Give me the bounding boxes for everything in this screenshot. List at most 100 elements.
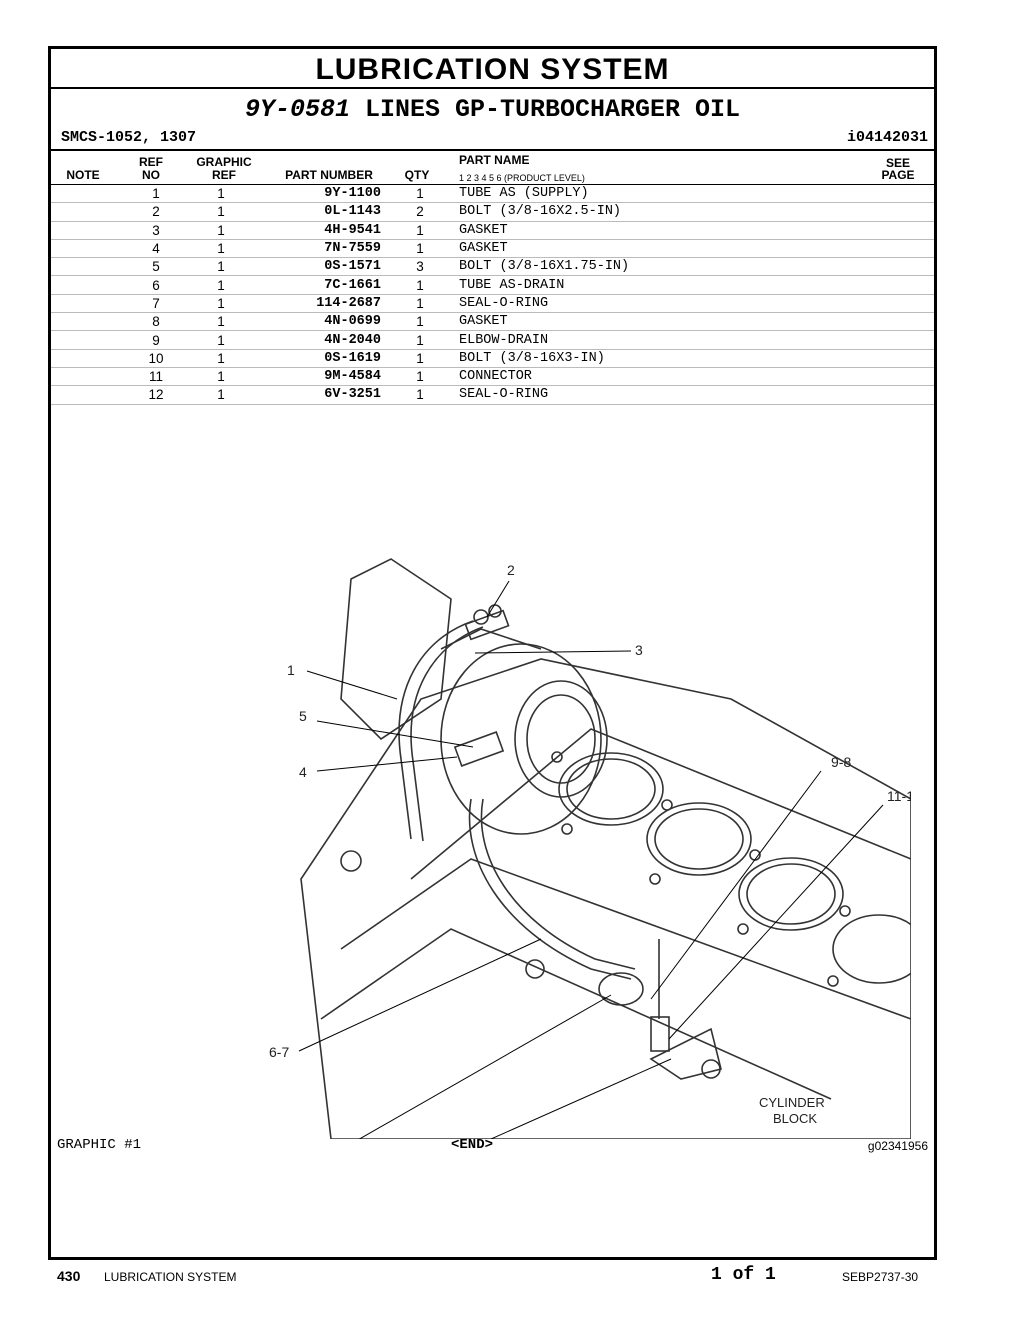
qty-cell: 1 (381, 312, 459, 332)
ref-no-cell: 12 (131, 385, 181, 405)
callout-labels: 2 3 1 5 4 9-8 11-12 6-7 5 10 CYLINDER BL… (269, 562, 911, 1126)
part-number-cell: 7N-7559 (261, 239, 381, 259)
graphic-ref-cell: 1 (181, 221, 261, 240)
note-cell (51, 221, 131, 240)
engine-drawing (300, 558, 911, 1139)
page-title: LUBRICATION SYSTEM (315, 53, 670, 86)
smcs-code: SMCS-1052, 1307 (61, 129, 197, 146)
qty-cell: 1 (381, 221, 459, 240)
page-of: 1 of 1 (711, 1265, 776, 1285)
ref-no-cell: 11 (131, 367, 181, 387)
col-part-name: PART NAME (459, 153, 530, 167)
page-section: LUBRICATION SYSTEM (104, 1270, 237, 1284)
part-number-cell: 7C-1661 (261, 275, 381, 295)
page-frame: LUBRICATION SYSTEM 9Y-0581 LINES GP-TURB… (48, 46, 937, 1260)
callout-1: 1 (287, 662, 295, 678)
end-marker: <END> (451, 1137, 494, 1153)
qty-cell: 1 (381, 239, 459, 259)
qty-cell: 2 (381, 202, 459, 222)
col-see-bottom: PAGE (881, 168, 915, 182)
col-ref-bottom: NO (142, 168, 160, 182)
col-note: NOTE (66, 168, 100, 182)
part-number-cell: 0S-1619 (261, 349, 381, 368)
col-ref-top: REF (139, 155, 163, 169)
qty-cell: 1 (381, 349, 459, 368)
callout-11-12: 11-12 (887, 788, 911, 804)
part-number-cell: 114-2687 (261, 294, 381, 314)
note-cell (51, 239, 131, 259)
qty-cell: 1 (381, 294, 459, 314)
callout-4: 4 (299, 764, 307, 780)
ref-no-cell: 9 (131, 330, 181, 350)
col-part-number: PART NUMBER (285, 168, 373, 182)
ref-no-cell: 10 (131, 349, 181, 368)
qty-cell: 1 (381, 185, 459, 204)
note-cell (51, 330, 131, 350)
group-name: LINES GP-TURBOCHARGER OIL (364, 95, 741, 124)
ref-no-cell: 7 (131, 294, 181, 314)
graphic-ref-cell: 1 (181, 385, 261, 405)
note-cell (51, 312, 131, 332)
group-title: 9Y-0581 LINES GP-TURBOCHARGER OIL (51, 95, 934, 124)
note-cell (51, 294, 131, 314)
graphic-ref-cell: 1 (181, 294, 261, 314)
graphic-ref-cell: 1 (181, 312, 261, 332)
part-name-cell: TUBE AS-DRAIN (459, 275, 934, 295)
graphic-ref-cell: 1 (181, 367, 261, 387)
col-graphic-bottom: REF (212, 168, 236, 182)
product-level: 1 2 3 4 5 6 (PRODUCT LEVEL) (459, 173, 585, 183)
col-see-top: SEE (885, 156, 910, 170)
cylinder-label: CYLINDER (759, 1095, 825, 1110)
reference-id: i04142031 (846, 129, 928, 146)
part-name-cell: CONNECTOR (459, 367, 934, 387)
part-number-cell: 6V-3251 (261, 385, 381, 405)
graphic-ref-cell: 1 (181, 275, 261, 295)
note-cell (51, 385, 131, 405)
qty-cell: 3 (381, 257, 459, 277)
table-header-divider (51, 184, 934, 185)
note-cell (51, 275, 131, 295)
part-number-cell: 4H-9541 (261, 221, 381, 240)
qty-cell: 1 (381, 275, 459, 295)
page-number: 430 (57, 1268, 81, 1284)
qty-cell: 1 (381, 385, 459, 405)
part-name-cell: TUBE AS (SUPPLY) (459, 185, 934, 204)
document-id: SEBP2737-30 (842, 1270, 919, 1284)
col-qty: QTY (404, 168, 430, 182)
graphic-ref-cell: 1 (181, 330, 261, 350)
part-name-cell: GASKET (459, 239, 934, 259)
qty-cell: 1 (381, 330, 459, 350)
graphic-ref-cell: 1 (181, 349, 261, 368)
part-number-cell: 4N-0699 (261, 312, 381, 332)
ref-no-cell: 2 (131, 202, 181, 222)
graphic-label: GRAPHIC #1 (57, 1137, 142, 1153)
note-cell (51, 185, 131, 204)
turbocharger-lines-illustration: 2 3 1 5 4 9-8 11-12 6-7 5 10 CYLINDER BL… (269, 558, 911, 1139)
graphic-ref-cell: 1 (181, 185, 261, 204)
part-name-cell: BOLT (3/8-16X3-IN) (459, 349, 934, 368)
callout-6-7: 6-7 (269, 1044, 289, 1060)
part-name-cell: BOLT (3/8-16X2.5-IN) (459, 202, 934, 222)
note-cell (51, 202, 131, 222)
part-name-cell: BOLT (3/8-16X1.75-IN) (459, 257, 934, 277)
callout-3: 3 (635, 642, 643, 658)
graphic-id: g02341956 (867, 1139, 928, 1153)
ref-no-cell: 3 (131, 221, 181, 240)
part-name-cell: SEAL-O-RING (459, 294, 934, 314)
graphic-ref-cell: 1 (181, 257, 261, 277)
note-cell (51, 257, 131, 277)
callout-5-top: 5 (299, 708, 307, 724)
part-name-cell: GASKET (459, 221, 934, 240)
qty-cell: 1 (381, 367, 459, 387)
note-cell (51, 349, 131, 368)
